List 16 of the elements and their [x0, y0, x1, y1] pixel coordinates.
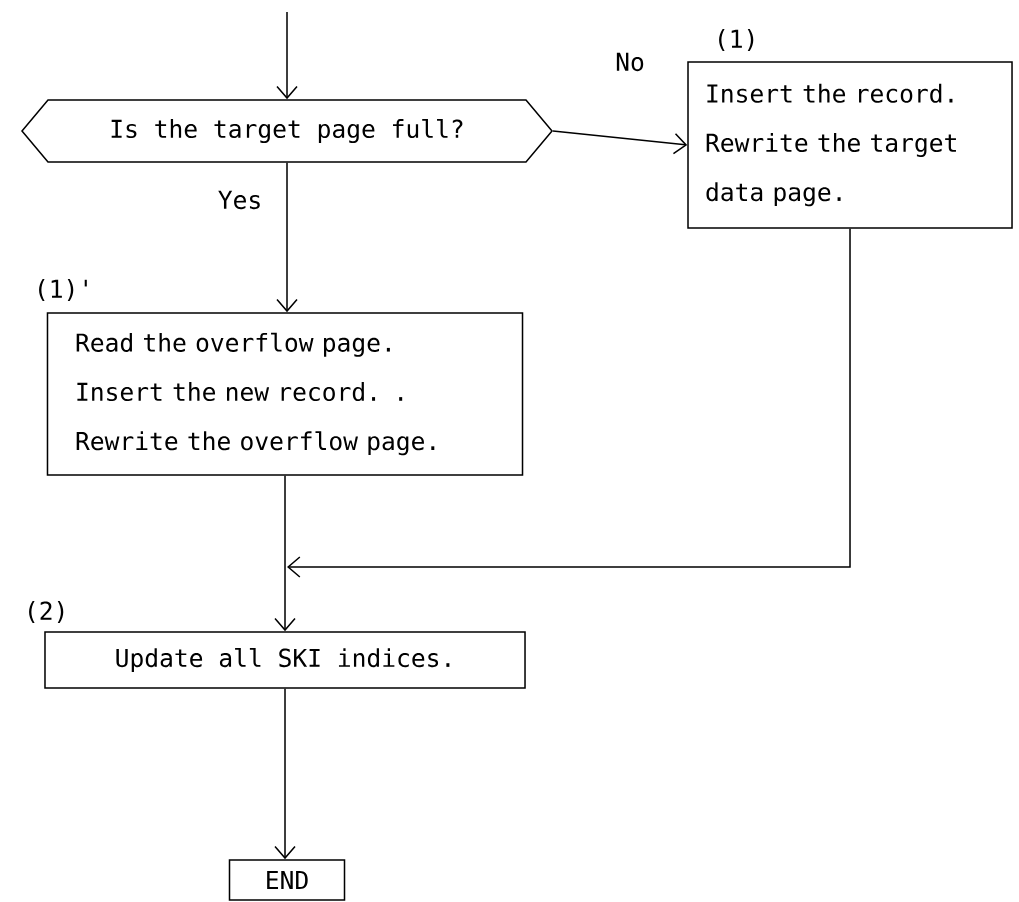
process-box: Insert the record. Rewrite the target data page.	[687, 61, 1013, 229]
arrow	[287, 228, 851, 578]
edge-label: No	[614, 51, 646, 73]
arrow	[274, 688, 296, 860]
step-number: (1)	[719, 29, 754, 51]
arrow	[276, 162, 298, 313]
arrow	[276, 11, 298, 100]
decision-hexagon: Is the target page full?	[21, 99, 553, 163]
edge-label: Yes	[216, 189, 264, 211]
process-box: Read the overflow page. Insert the new record. . Rewrite the overflow page.	[46, 312, 524, 476]
process-box: Update all SKI indices.	[44, 631, 526, 689]
end-box: END	[228, 859, 346, 901]
arrow	[552, 130, 688, 155]
step-number: (2)	[29, 601, 64, 623]
arrow	[274, 475, 296, 632]
step-number: (1)'	[39, 279, 87, 301]
